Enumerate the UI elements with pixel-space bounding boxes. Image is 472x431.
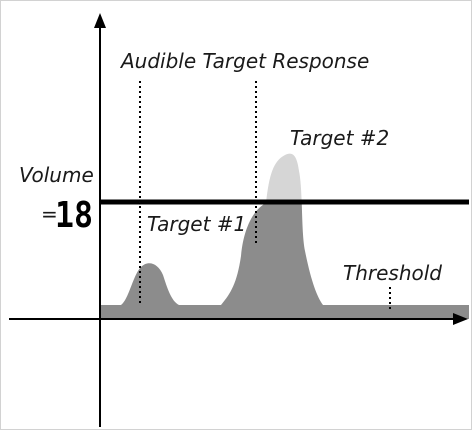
volume-label: Volume bbox=[19, 163, 94, 187]
volume-value-display: 18 bbox=[55, 195, 93, 236]
target-2-label: Target #2 bbox=[290, 126, 389, 150]
y-axis-arrowhead bbox=[94, 13, 106, 28]
target-2-peak-above-volume bbox=[266, 153, 302, 202]
threshold-label: Threshold bbox=[343, 261, 442, 285]
response-curve-area bbox=[101, 202, 469, 319]
x-axis-arrowhead bbox=[453, 313, 468, 325]
audible-target-response-label: Audible Target Response bbox=[119, 49, 369, 73]
target-1-label: Target #1 bbox=[147, 212, 246, 236]
volume-equals-sign: = bbox=[41, 202, 58, 226]
